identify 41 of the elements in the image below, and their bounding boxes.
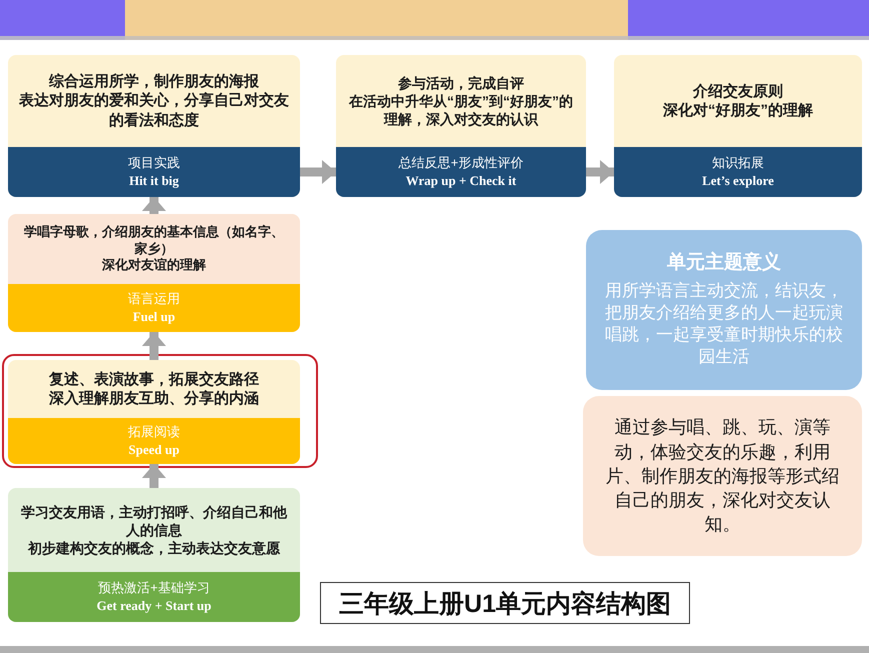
description-text: 深化对友谊的理解 [102,257,206,274]
description-text: 学唱字母歌，介绍朋友的基本信息（如名字、家乡） [23,224,285,258]
arrow [586,160,614,184]
stage-subtitle: Let’s explore [702,172,774,190]
stage-title: 知识拓展 [712,154,764,172]
description-text: 初步建构交友的概念，主动表达交友意愿 [28,539,280,558]
card-text: 通过参与唱、跳、玩、演等动，体验交友的乐趣，利用片、制作朋友的海报等形式绍自己的朋友，深化对交友认知。 [604,416,840,536]
stage-card [8,214,300,332]
stage-title: 项目实践 [128,154,180,172]
stage-subtitle: Wrap up + Check it [406,172,516,190]
stage-title: 拓展阅读 [128,422,180,441]
stage-title: 预热激活+基础学习 [98,578,210,597]
description-text: 在活动中升华从“朋友”到“好朋友”的理解，深入对交友的认识 [348,92,574,128]
stage-card [614,55,862,197]
theme-card [586,230,862,390]
stage-card [8,360,300,464]
card-heading: 单元主题意义 [667,251,781,276]
stage-subtitle: Speed up [128,441,180,459]
description-text: 复述、表演故事，拓展交友路径 [49,370,259,389]
stage-subtitle: Fuel up [132,308,176,326]
diagram-title: 三年级上册U1单元内容结构图 [320,582,690,624]
description-text: 介绍交友原则 [693,82,783,101]
description-text: 综合运用所学，制作朋友的海报 [49,72,259,92]
description-text: 学习交友用语，主动打招呼、介绍自己和他人的信息 [20,502,288,540]
stage-card [336,55,586,197]
description-text: 参与活动，完成自评 [398,74,524,92]
description-text: 深入理解朋友互助、分享的内涵 [49,389,259,408]
stage-card [8,488,300,622]
stage-title: 语言运用 [128,290,180,308]
description-text: 深化对“好朋友”的理解 [663,101,813,120]
arrow [142,197,166,214]
arrow [300,160,336,184]
stage-subtitle: Get ready + Start up [96,597,212,615]
description-text: 表达对朋友的爱和关心，分享自己对交友的看法和态度 [18,91,290,130]
stage-card [8,55,300,197]
card-text: 用所学语言主动交流，结识友，把朋友介绍给更多的人一起玩演唱跳，一起享受童时期快乐的校园生活 [604,280,844,368]
arrow [142,332,166,360]
summary-card [583,396,862,556]
stage-title: 总结反思+形成性评价 [398,154,524,172]
stage-subtitle: Hit it big [129,172,179,190]
arrow [142,464,166,488]
